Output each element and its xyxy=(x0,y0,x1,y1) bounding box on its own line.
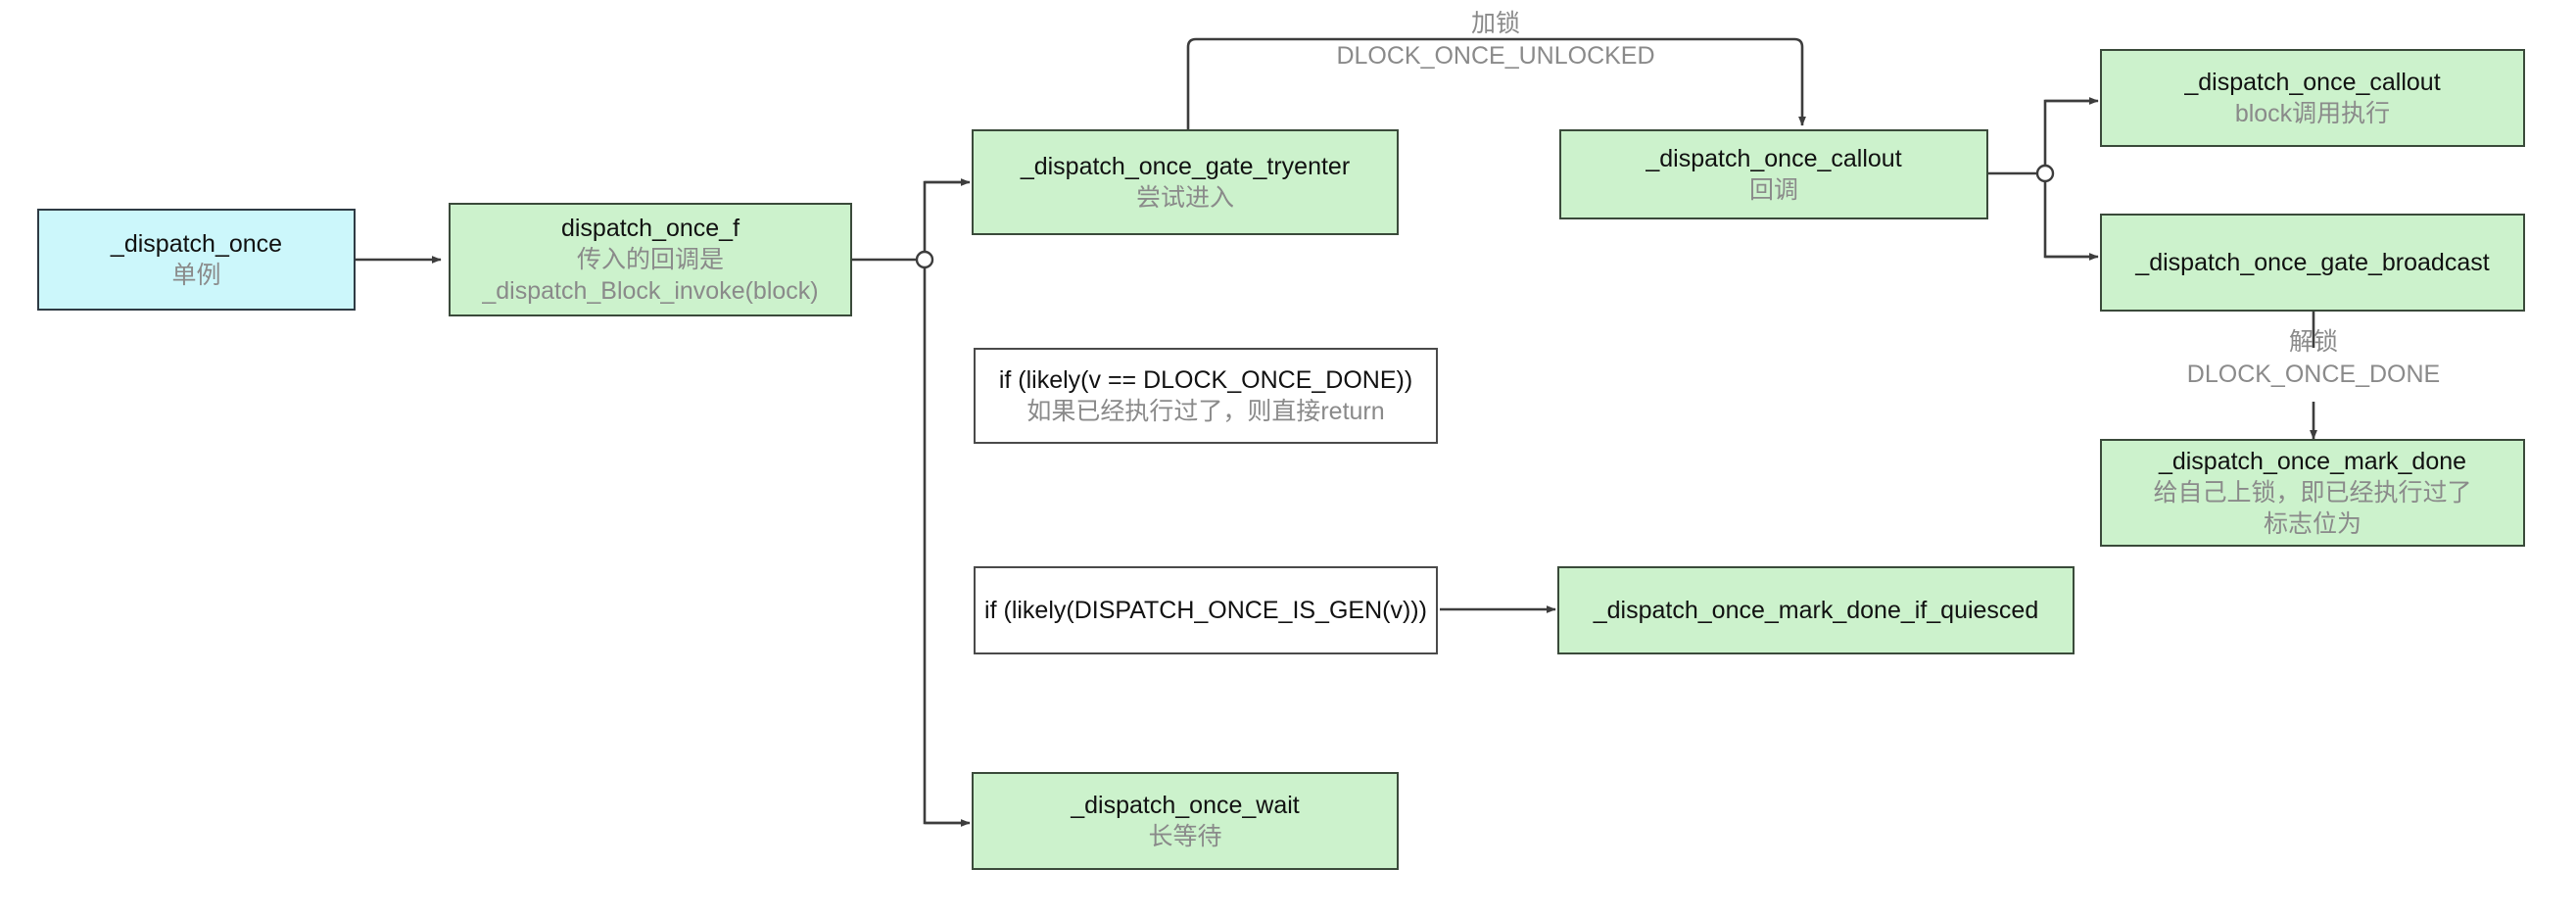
node-cond-is-gen[interactable]: if (likely(DISPATCH_ONCE_IS_GEN(v))) xyxy=(974,566,1438,654)
node-subtitle: 回调 xyxy=(1748,176,1798,204)
node-title: _dispatch_once_mark_done xyxy=(2158,448,2467,475)
node-subtitle-1: 传入的回调是 xyxy=(576,246,724,273)
node-callout-middle[interactable]: _dispatch_once_callout 回调 xyxy=(1559,129,1988,219)
node-title: if (likely(DISPATCH_ONCE_IS_GEN(v))) xyxy=(984,597,1427,624)
node-title: _dispatch_once_gate_tryenter xyxy=(1020,153,1351,180)
node-subtitle-2: 标志位为 xyxy=(2263,510,2361,538)
node-dispatch-once-f[interactable]: dispatch_once_f 传入的回调是 _dispatch_Block_i… xyxy=(449,203,852,316)
node-subtitle-2: _dispatch_Block_invoke(block) xyxy=(482,277,819,305)
edge-junction-right-down xyxy=(2043,173,2096,259)
node-title: dispatch_once_f xyxy=(560,215,740,242)
node-title: _dispatch_once_callout xyxy=(2184,69,2441,96)
node-subtitle: 如果已经执行过了，则直接return xyxy=(1026,398,1385,425)
node-gate-broadcast[interactable]: _dispatch_once_gate_broadcast xyxy=(2100,214,2525,312)
edge-label-lock-line2: DLOCK_ONCE_UNLOCKED xyxy=(1336,41,1655,70)
node-subtitle: block调用执行 xyxy=(2234,100,2391,127)
edge-label-unlock: 解锁 DLOCK_ONCE_DONE xyxy=(2147,326,2480,390)
node-dispatch-once[interactable]: _dispatch_once 单例 xyxy=(37,209,356,311)
node-title: _dispatch_once_wait xyxy=(1071,792,1300,819)
edge-junction-right-up xyxy=(2043,99,2096,173)
node-title: _dispatch_once_mark_done_if_quiesced xyxy=(1593,597,2039,624)
node-title: _dispatch_once_callout xyxy=(1646,145,1902,172)
edge-label-unlock-line2: DLOCK_ONCE_DONE xyxy=(2186,360,2441,388)
node-title: _dispatch_once_gate_broadcast xyxy=(2135,249,2490,276)
node-cond-once-done[interactable]: if (likely(v == DLOCK_ONCE_DONE)) 如果已经执行… xyxy=(974,348,1438,444)
node-callout-right[interactable]: _dispatch_once_callout block调用执行 xyxy=(2100,49,2525,147)
edge-junction-spine xyxy=(923,180,968,260)
edge-label-unlock-line1: 解锁 xyxy=(2288,328,2338,356)
node-mark-done-if-quiesced[interactable]: _dispatch_once_mark_done_if_quiesced xyxy=(1557,566,2075,654)
junction-dot-left xyxy=(915,250,934,269)
node-subtitle: 尝试进入 xyxy=(1135,184,1234,212)
node-title: if (likely(v == DLOCK_ONCE_DONE)) xyxy=(998,366,1413,394)
edge-junction-down xyxy=(923,260,968,825)
node-once-wait[interactable]: _dispatch_once_wait 长等待 xyxy=(972,772,1399,870)
edge-label-lock: 加锁 DLOCK_ONCE_UNLOCKED xyxy=(1329,8,1662,72)
node-title: _dispatch_once xyxy=(110,230,283,258)
node-subtitle: 长等待 xyxy=(1148,823,1222,850)
node-subtitle-1: 给自己上锁，即已经执行过了 xyxy=(2153,479,2472,507)
node-subtitle: 单例 xyxy=(171,262,221,289)
node-mark-done[interactable]: _dispatch_once_mark_done 给自己上锁，即已经执行过了 标… xyxy=(2100,439,2525,547)
node-gate-tryenter[interactable]: _dispatch_once_gate_tryenter 尝试进入 xyxy=(972,129,1399,235)
edge-label-lock-line1: 加锁 xyxy=(1470,10,1520,37)
junction-dot-right xyxy=(2035,164,2055,183)
